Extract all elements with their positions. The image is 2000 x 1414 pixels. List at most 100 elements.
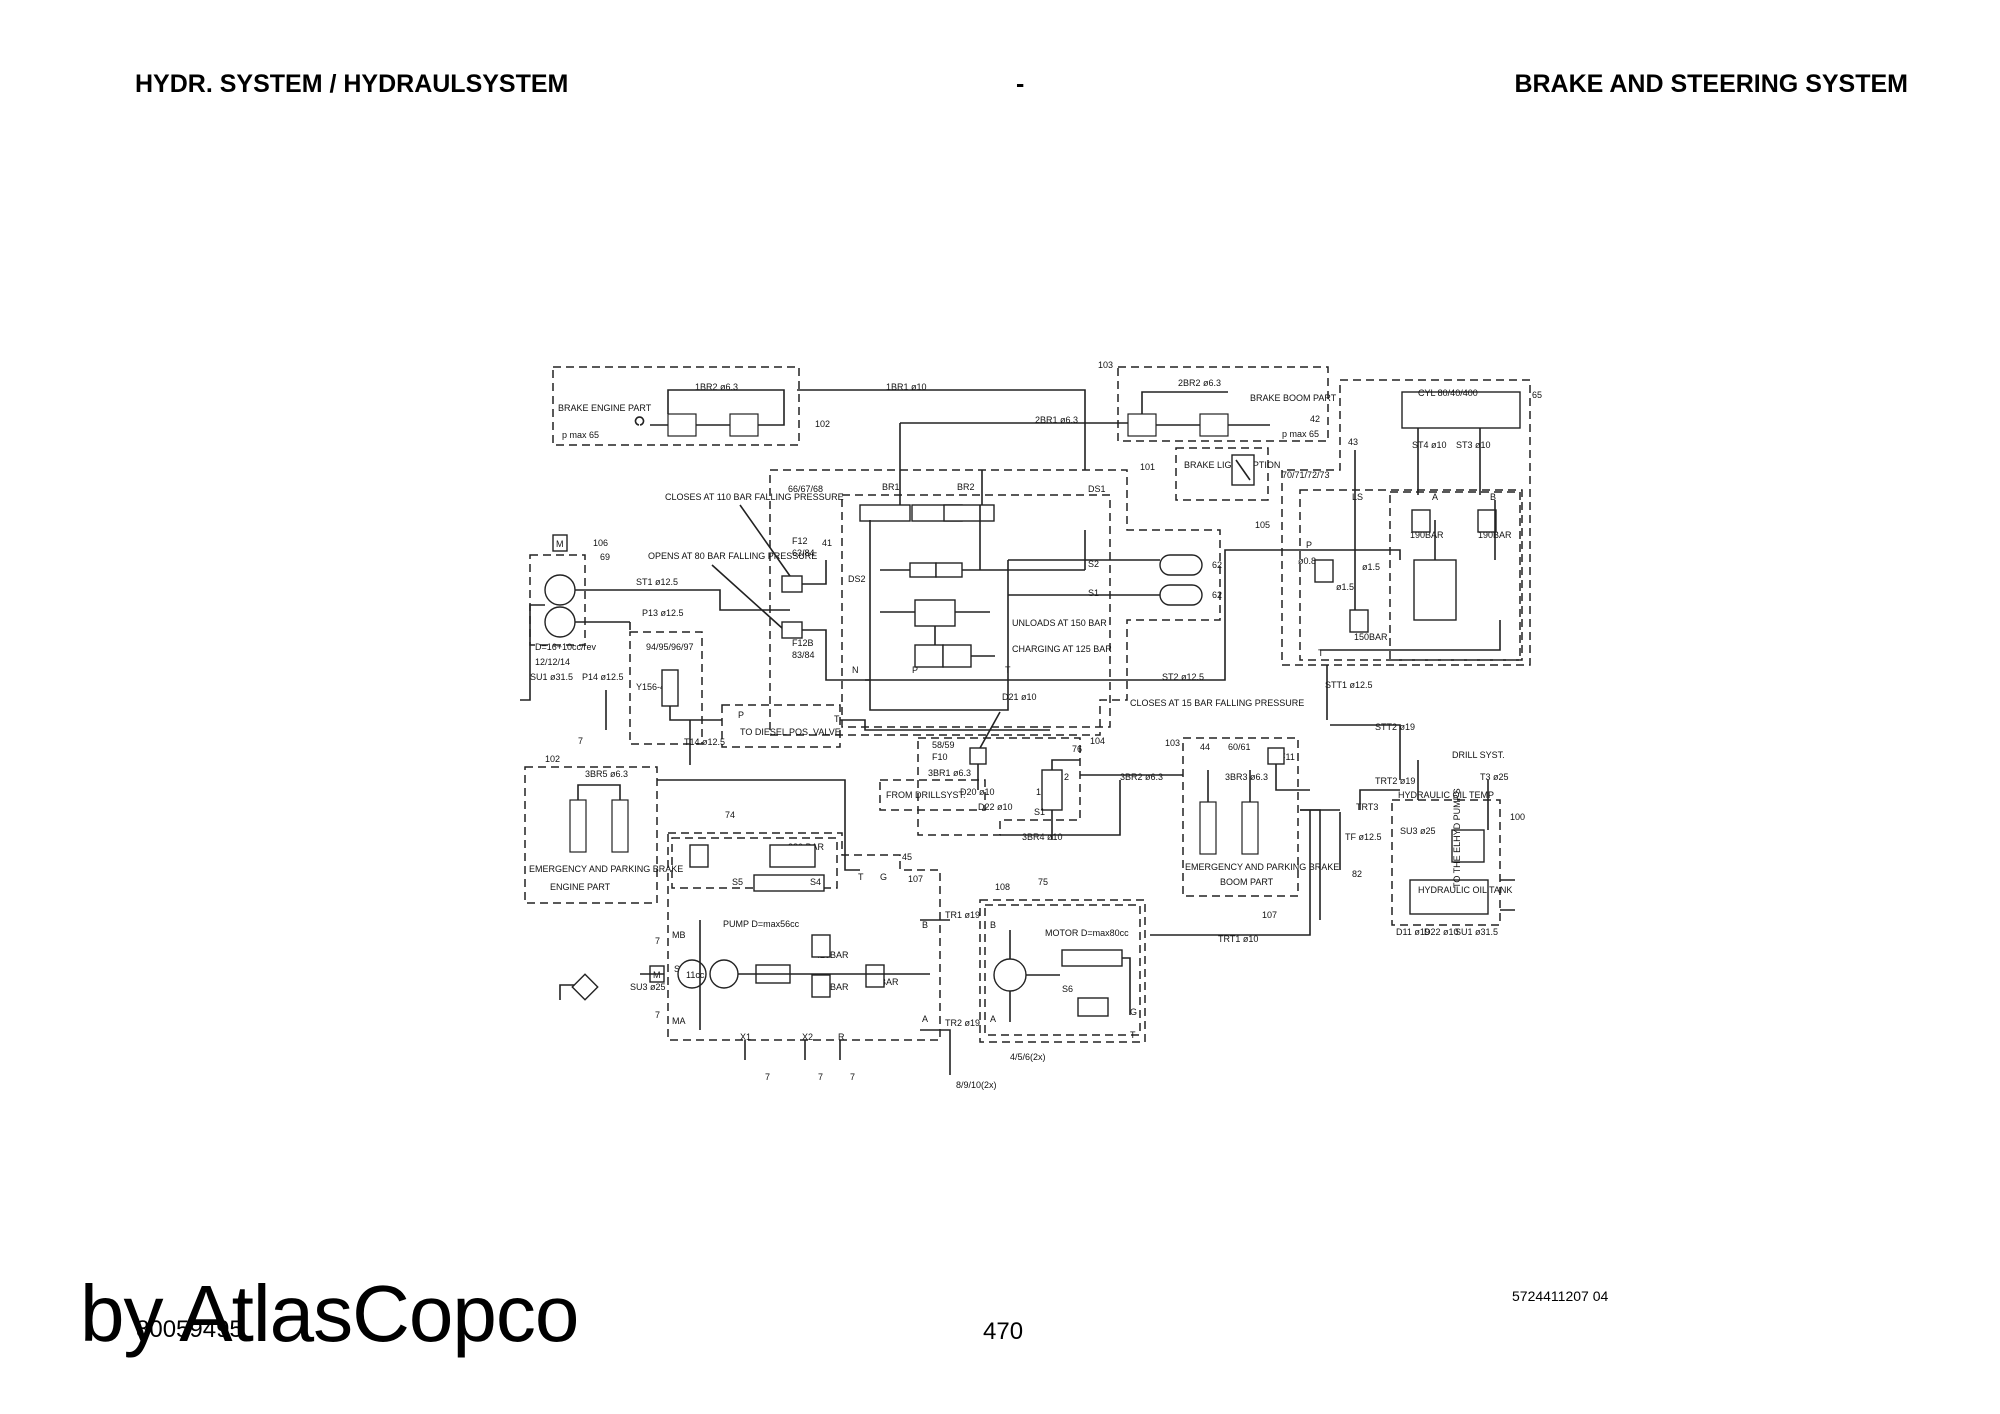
line-p13: P13 ø12.5 bbox=[642, 608, 684, 618]
drive-pump-relief420b: 420BAR bbox=[815, 982, 849, 992]
line-stt1: STT1 ø12.5 bbox=[1325, 680, 1373, 690]
steering-valve-105: 70/71/72/73 105 LS P T A B 190BAR 190BAR… bbox=[1255, 379, 1531, 666]
pump-code: 12/12/14 bbox=[535, 657, 570, 667]
drive-pump-s4: S4 bbox=[810, 877, 821, 887]
brake-boom-pressure: p max 65 bbox=[1282, 429, 1319, 439]
brake-engine-part: BRAKE ENGINE PART p max 65 1BR2 ø6.3 102 bbox=[552, 366, 830, 446]
drive-pump-74: 74 107 45 380 BAR S5 S4 T G PUMP D=max56… bbox=[559, 810, 997, 1090]
tank-drill: DRILL SYST. bbox=[1452, 750, 1505, 760]
steering-a: A bbox=[1432, 492, 1438, 502]
drive-motor-ref75: 75 bbox=[1038, 877, 1048, 887]
cylinder-st3: ST3 ø10 bbox=[1456, 440, 1491, 450]
drive-pump-b: B bbox=[922, 920, 928, 930]
tank-100: 100 DRILL SYST. T3 ø25 TRT2 ø19 TRT3 HYD… bbox=[1300, 750, 1525, 937]
line-d22: D22 ø10 bbox=[978, 802, 1013, 812]
emergency-boom-label1: EMERGENCY AND PARKING BRAKE bbox=[1185, 862, 1339, 872]
tank-su1: SU1 ø31.5 bbox=[1455, 927, 1498, 937]
drive-pump-ref107: 107 bbox=[908, 874, 923, 884]
drive-pump-s: S bbox=[674, 964, 680, 974]
diesel-label: TO DIESEL POS. VALVE bbox=[740, 727, 841, 737]
line-2br1: 2BR1 ø6.3 bbox=[1035, 415, 1078, 425]
cylinder-ref: 65 bbox=[1532, 390, 1542, 400]
brake-light-option: BRAKE LIGHT OPTION bbox=[1175, 447, 1280, 501]
brake-boom-line-label: 2BR2 ø6.3 bbox=[1178, 378, 1221, 388]
drive-pump-cables: 8/9/10(2x) bbox=[956, 1080, 997, 1090]
header-left-title: HYDR. SYSTEM / HYDRAULSYSTEM bbox=[135, 70, 569, 98]
drill-valve-104: 104 76 58/59 F10 3BR1 ø6.3 FROM DRILLSYS… bbox=[879, 736, 1105, 840]
drive-pump-s5: S5 bbox=[732, 877, 743, 887]
valve-n: N bbox=[852, 665, 859, 675]
accumulator-1-label: 62 bbox=[1212, 560, 1222, 570]
line-trt1: TRT1 ø10 bbox=[1218, 934, 1258, 944]
emergency-engine-label2: ENGINE PART bbox=[550, 882, 611, 892]
brake-engine-title: BRAKE ENGINE PART bbox=[558, 403, 652, 413]
drill-valve-ref76: 76 bbox=[1072, 744, 1082, 754]
steering-p: P bbox=[1306, 540, 1312, 550]
drive-pump-r: R bbox=[838, 1032, 845, 1042]
drill-valve-n2: 2 bbox=[1064, 772, 1069, 782]
document-number: 5724411207 04 bbox=[1512, 1288, 1609, 1304]
drive-pump-cc: 11cc bbox=[686, 970, 705, 980]
steering-relief1: 190BAR bbox=[1410, 530, 1444, 540]
tank-tf: TF ø12.5 bbox=[1345, 832, 1382, 842]
emergency-brake-boom: 103 44 60/61 F11 3BR3 ø6.3 EMERGENCY AND… bbox=[1165, 737, 1339, 897]
steering-ls: LS bbox=[1352, 492, 1363, 502]
emergency-boom-port: 44 bbox=[1200, 742, 1210, 752]
brake-engine-line-label: 1BR2 ø6.3 bbox=[695, 382, 738, 392]
emergency-boom-f11: F11 bbox=[1280, 752, 1295, 762]
drive-pump-x1: X1 bbox=[740, 1032, 751, 1042]
tank-pumps: TO THE ELHYD PUMPS bbox=[1452, 788, 1462, 888]
drive-motor-a: A bbox=[990, 1014, 996, 1024]
drive-motor-cables: 4/5/6(2x) bbox=[1010, 1052, 1046, 1062]
valve-block-101: 101 66/67/68 BR1 BR2 DS1 DS2 S2 S1 UNLOA… bbox=[769, 462, 1221, 736]
port-7-a: 7 bbox=[655, 936, 660, 946]
emergency-engine-ref: 102 bbox=[545, 754, 560, 764]
drive-motor-b: B bbox=[990, 920, 996, 930]
steering-orifice3: ø1.5 bbox=[1336, 582, 1354, 592]
cylinder-label: CYL 80/40/400 bbox=[1418, 388, 1478, 398]
line-st1: ST1 ø12.5 bbox=[636, 577, 678, 587]
page-number: 470 bbox=[983, 1318, 1024, 1345]
emergency-boom-label2: BOOM PART bbox=[1220, 877, 1274, 887]
line-d21: D21 ø10 bbox=[1002, 692, 1037, 702]
switch-f12-ref: 63/84 bbox=[792, 548, 815, 558]
line-t14: T14 ø12.5 bbox=[684, 737, 725, 747]
drill-valve-ref: 104 bbox=[1090, 736, 1105, 746]
steering-orifice1: ø0.8 bbox=[1298, 556, 1316, 566]
line-3br3: 3BR3 ø6.3 bbox=[1225, 772, 1268, 782]
brake-boom-part: 103 2BR2 ø6.3 BRAKE BOOM PART p max 65 4… bbox=[1098, 360, 1337, 442]
valve-block-items: 66/67/68 bbox=[788, 484, 823, 494]
cylinder-st4: ST4 ø10 bbox=[1412, 440, 1447, 450]
valve-s1: S1 bbox=[1088, 588, 1099, 598]
valve-block-ref: 101 bbox=[1140, 462, 1155, 472]
valve-unloads: UNLOADS AT 150 BAR bbox=[1012, 618, 1107, 628]
drill-valve-items: 58/59 bbox=[932, 740, 955, 750]
line-3br4: 3BR4 ø10 bbox=[1022, 832, 1063, 842]
diesel-items: 94/95/96/97 bbox=[646, 642, 694, 652]
accumulator-2-label: 62 bbox=[1212, 590, 1222, 600]
note-closes-110: CLOSES AT 110 BAR FALLING PRESSURE bbox=[665, 492, 844, 502]
header-center-separator: - bbox=[1016, 70, 1025, 98]
switch-f12b-ref: 83/84 bbox=[792, 650, 815, 660]
watermark: by AtlasCopco bbox=[80, 1269, 579, 1358]
brake-boom-port: 42 bbox=[1310, 414, 1320, 424]
steering-ref: 105 bbox=[1255, 520, 1270, 530]
drill-valve-f10: F10 bbox=[932, 752, 948, 762]
valve-p: P bbox=[912, 665, 918, 675]
line-1br1: 1BR1 ø10 bbox=[886, 382, 927, 392]
drill-valve-from: FROM DRILLSYST. bbox=[886, 790, 966, 800]
pump-motor-m: M bbox=[556, 539, 564, 549]
port-107-right: 107 bbox=[1262, 910, 1277, 920]
port-7-d: 7 bbox=[818, 1072, 823, 1082]
figure-number: 80059495 bbox=[136, 1316, 243, 1343]
switch-port-41: 41 bbox=[822, 538, 832, 548]
emergency-boom-ref: 103 bbox=[1165, 738, 1180, 748]
tank-temp: HYDRAULIC OIL TEMP bbox=[1398, 790, 1494, 800]
steering-items: 70/71/72/73 bbox=[1282, 470, 1330, 480]
header-right-title: BRAKE AND STEERING SYSTEM bbox=[1514, 70, 1908, 98]
drive-pump-t: T bbox=[858, 872, 864, 882]
accumulators-62: 62 62 bbox=[1159, 554, 1222, 606]
line-st2: ST2 ø12.5 bbox=[1162, 672, 1204, 682]
diesel-t: T bbox=[834, 714, 840, 724]
drive-pump-a: A bbox=[922, 1014, 928, 1024]
